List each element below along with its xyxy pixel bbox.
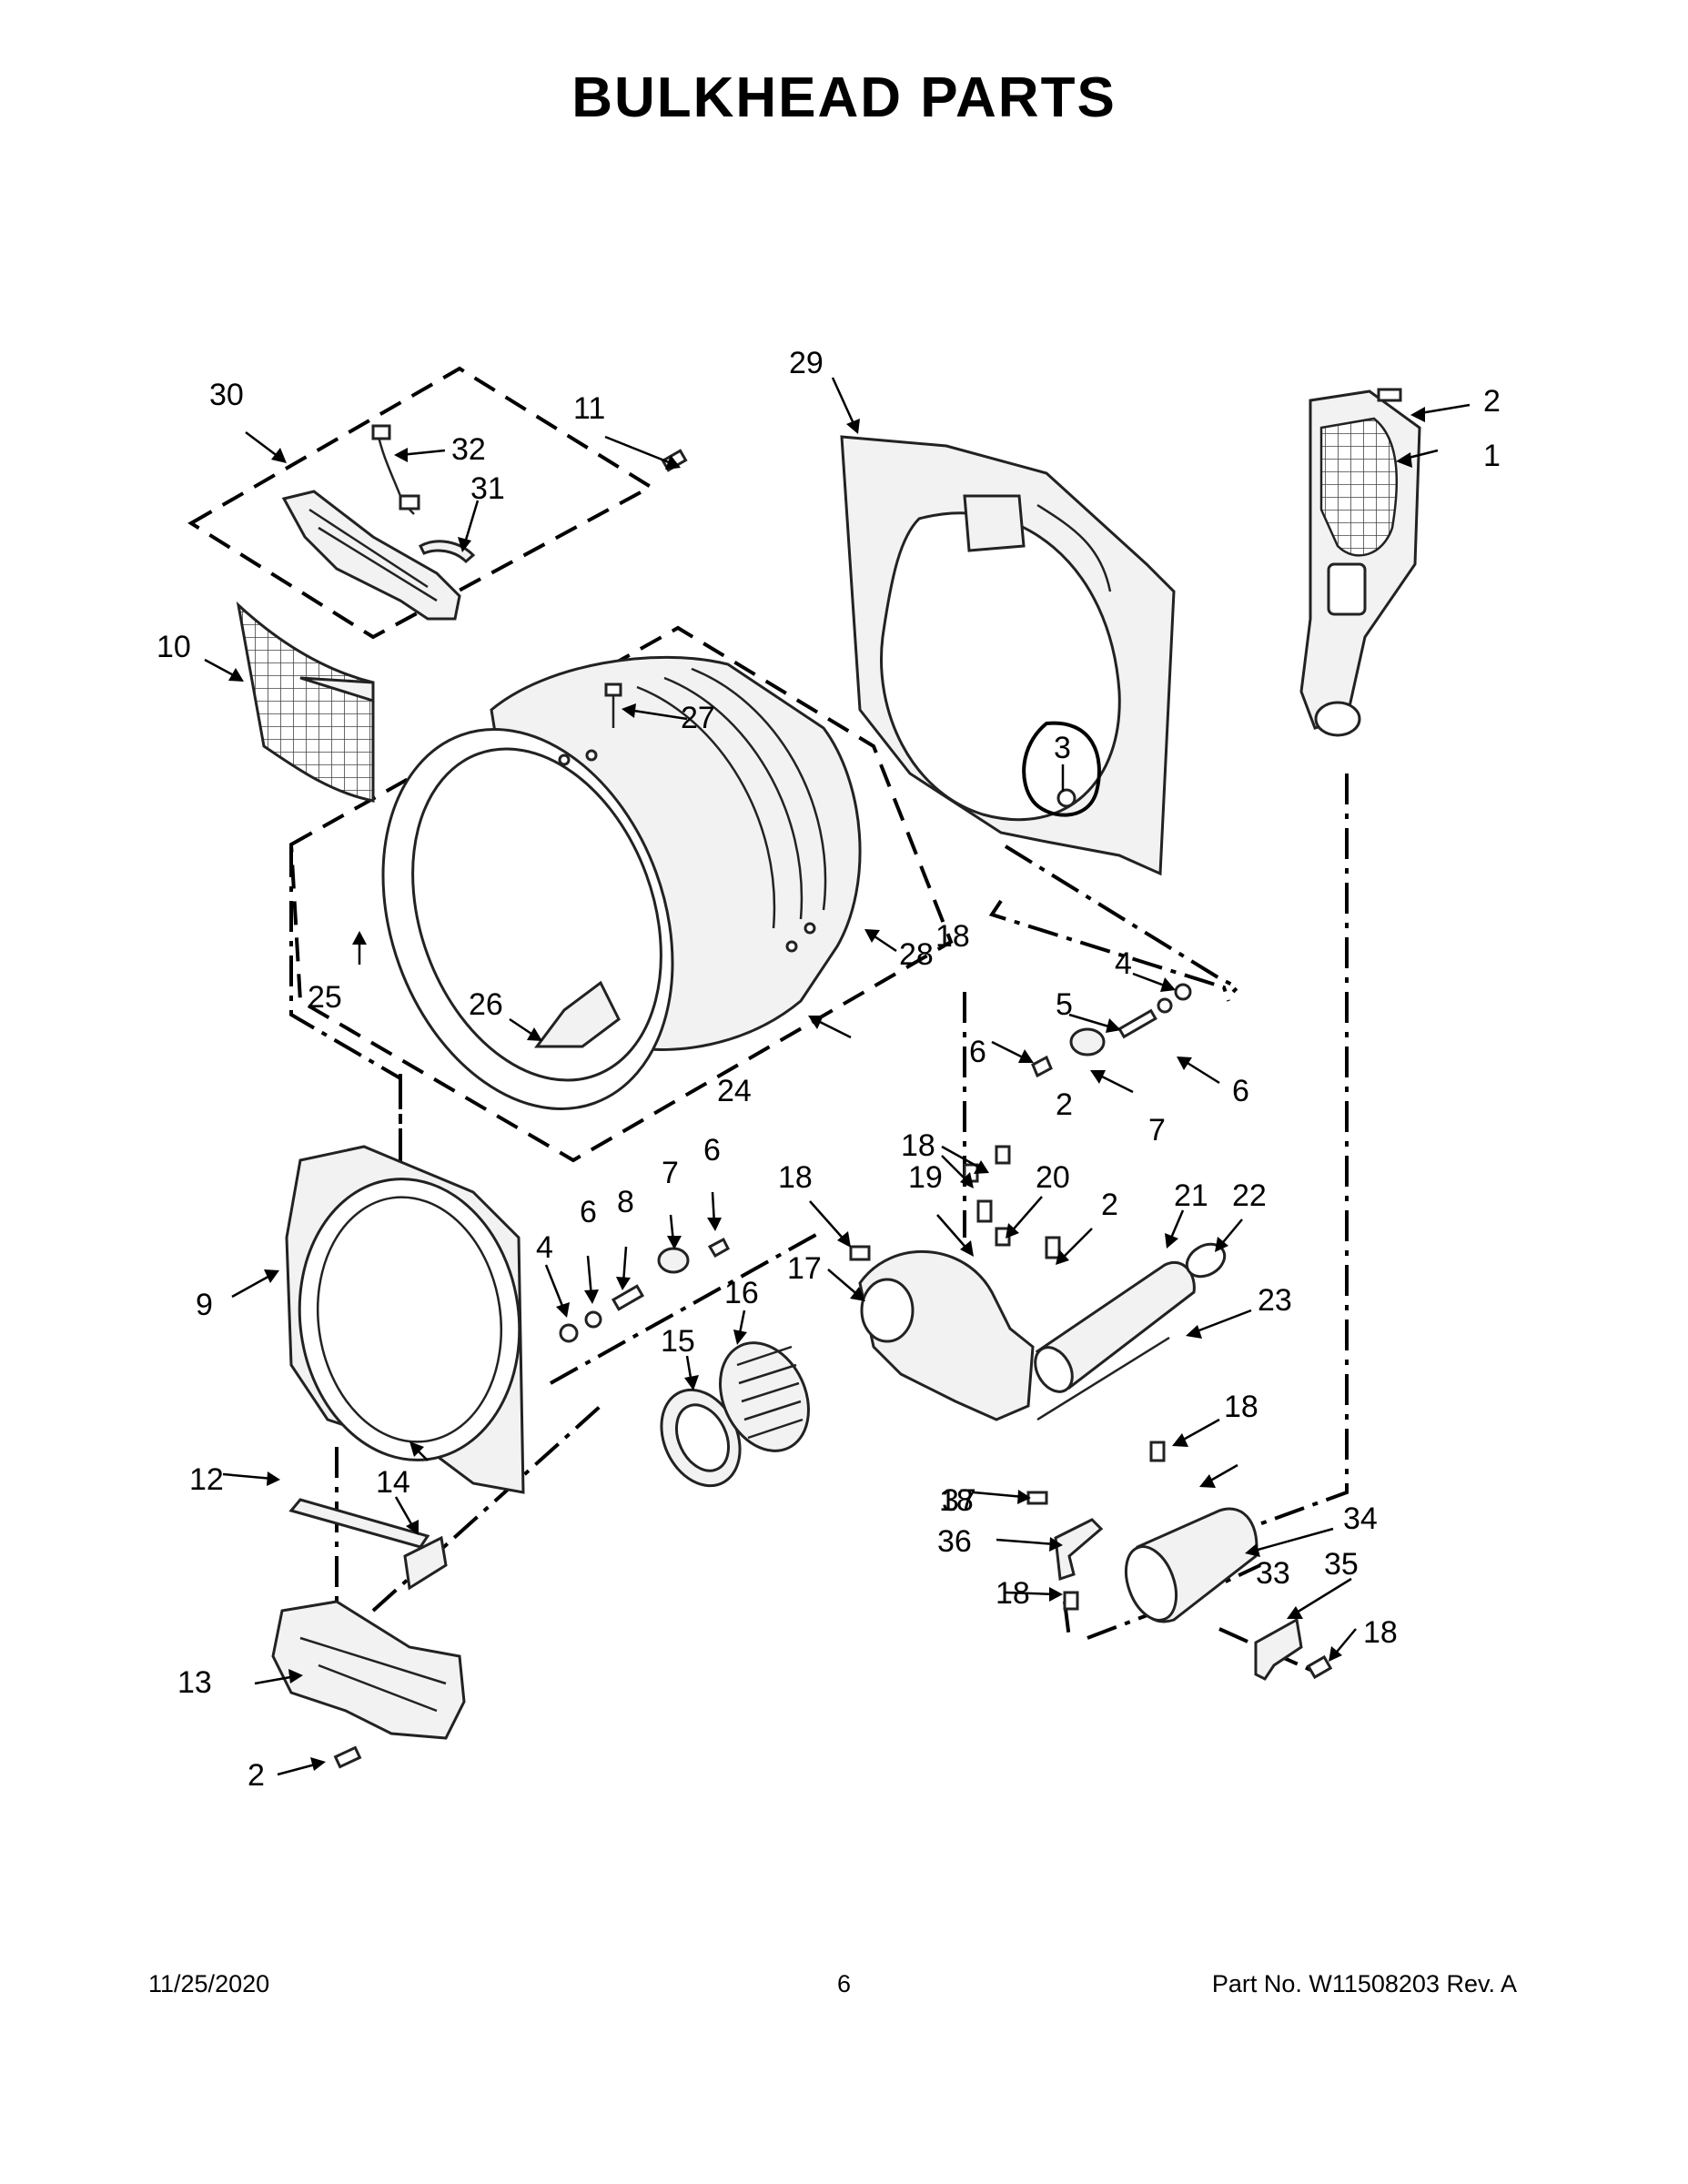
blower-wheel [719, 1341, 810, 1452]
assembly-guide-lines [187, 366, 1349, 1672]
drum-screw [604, 682, 622, 728]
exhaust-duct [1299, 389, 1421, 737]
callout-label: 5 [1056, 987, 1073, 1022]
callout-label: 6 [1232, 1074, 1249, 1108]
front-shaft-assembly [559, 1237, 730, 1343]
callout-label: 18 [1224, 1390, 1258, 1424]
callout-label: 21 [1174, 1178, 1208, 1213]
callout-label: 36 [937, 1524, 972, 1559]
callout-label: 8 [617, 1185, 634, 1219]
callout-label: 6 [703, 1133, 721, 1168]
callout-label: 3 [1054, 731, 1071, 765]
callout-label: 7 [1148, 1113, 1166, 1148]
callout-label: 19 [908, 1160, 943, 1195]
callout-label: 18 [939, 1483, 974, 1518]
callout-label: 27 [681, 701, 715, 735]
harness-clip [419, 540, 476, 564]
callout-label: 14 [376, 1465, 410, 1500]
callout-label: 15 [661, 1324, 695, 1359]
callout-label: 13 [177, 1665, 212, 1700]
callout-label: 30 [209, 378, 244, 412]
callout-label: 11 [573, 391, 605, 426]
callout-label: 2 [1101, 1188, 1118, 1222]
fasteners [333, 388, 1402, 1769]
callout-label: 18 [901, 1128, 935, 1163]
thermal-cutoff [1254, 1617, 1303, 1681]
thermistor-harness [1022, 721, 1101, 817]
heater-tube [1034, 1260, 1196, 1393]
blower-housing-seal [660, 1388, 742, 1488]
callout-label: 2 [1056, 1087, 1073, 1122]
callout-label: 20 [1036, 1160, 1070, 1195]
footer-part-number: Part No. W11508203 Rev. A [1211, 1970, 1517, 1997]
callout-label: 35 [1324, 1547, 1359, 1582]
callout-label: 28 [899, 937, 934, 972]
guide-line-heater-right [1218, 1627, 1311, 1672]
callout-label: 23 [1258, 1283, 1292, 1318]
front-duct [271, 1600, 466, 1740]
lint-screen [236, 601, 375, 803]
rear-shaft-assembly [1031, 983, 1192, 1078]
callout-label: 37 [942, 1483, 976, 1518]
callout-label: 33 [1256, 1556, 1290, 1591]
callout-label: 18 [1363, 1615, 1398, 1650]
page-title: BULKHEAD PARTS [571, 66, 1117, 129]
guide-box-drum [288, 625, 954, 1163]
callout-label: 12 [189, 1462, 224, 1497]
rear-bulkhead [840, 435, 1176, 876]
callout-label: 34 [1343, 1502, 1378, 1536]
footer-page-number: 6 [836, 1970, 852, 1997]
leader-arrows [204, 377, 1471, 1776]
callout-label: 32 [451, 432, 486, 467]
drum [381, 655, 862, 1110]
callout-label: 18 [996, 1576, 1030, 1611]
callout-label: 24 [717, 1074, 752, 1108]
callout-label: 6 [580, 1195, 597, 1229]
callout-label: 9 [196, 1288, 213, 1322]
heater-can [1124, 1507, 1258, 1623]
heater-ring [1185, 1242, 1227, 1279]
front-bulkhead [285, 1145, 525, 1494]
callout-label: 4 [1115, 946, 1132, 981]
callout-label: 2 [1483, 384, 1501, 419]
callout-label: 7 [662, 1156, 679, 1190]
guide-line-rear-bulkhead [1004, 844, 1241, 994]
thermal-fuse-wire [1036, 1336, 1170, 1421]
callout-label: 25 [308, 980, 342, 1015]
guide-box-top-harness [187, 366, 654, 640]
guide-line-rear-shaft [988, 899, 1230, 1002]
footer-date: 11/25/2020 [148, 1970, 270, 1997]
callout-label: 29 [789, 346, 824, 380]
callout-label: 6 [969, 1035, 986, 1069]
guide-line-duct-right [1246, 774, 1349, 1531]
callout-label: 17 [787, 1251, 822, 1286]
guide-line-shaft [550, 1231, 820, 1385]
callout-label: 18 [935, 919, 970, 954]
callout-label: 22 [1232, 1178, 1267, 1213]
blower-housing [858, 1249, 1035, 1421]
callout-label: 10 [157, 630, 191, 664]
duct-clip [403, 1535, 448, 1591]
callout-label: 4 [536, 1230, 553, 1265]
callout-labels: 1 2 2 2 2 3 4 4 5 6 6 6 6 7 7 8 9 10 11 … [157, 346, 1501, 1793]
guide-line-front-to-blower [371, 1404, 602, 1613]
callout-label: 26 [469, 987, 503, 1022]
callout-label: 2 [248, 1758, 265, 1793]
callout-label: 18 [778, 1160, 813, 1195]
callout-label: 1 [1483, 439, 1501, 473]
heater-bracket [1054, 1518, 1104, 1582]
harness-bracket [281, 490, 461, 621]
wire-harness [371, 424, 420, 515]
callout-label: 16 [724, 1276, 759, 1310]
lint-duct-cover [288, 1498, 430, 1549]
callout-label: 31 [470, 471, 505, 506]
